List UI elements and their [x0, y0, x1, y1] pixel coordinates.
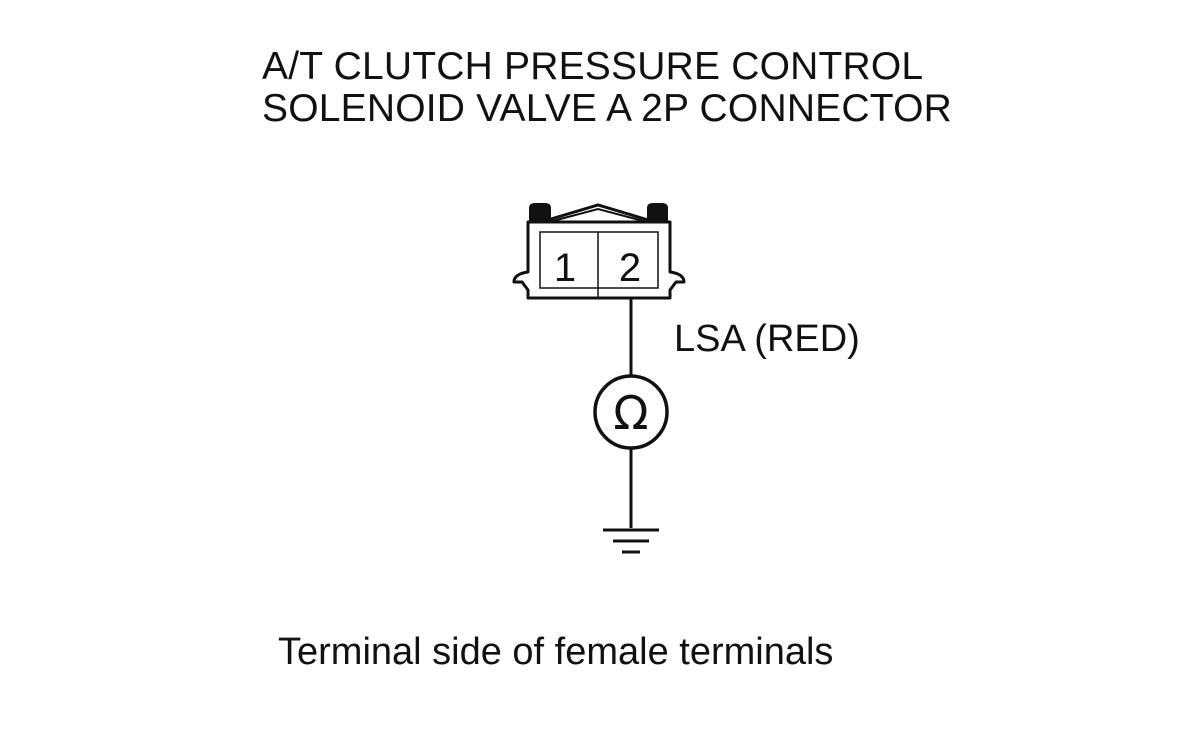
- ohm-symbol: Ω: [613, 386, 648, 440]
- terminal-2-label: 2: [619, 246, 641, 290]
- title-line-1: A/T CLUTCH PRESSURE CONTROL: [262, 45, 924, 88]
- terminal-1-label: 1: [554, 246, 576, 290]
- title-line-2: SOLENOID VALVE A 2P CONNECTOR: [262, 87, 952, 130]
- ground-icon: [603, 528, 659, 554]
- connector-view-caption: Terminal side of female terminals: [278, 631, 834, 673]
- wire-color-label: LSA (RED): [674, 318, 860, 360]
- ohmmeter-icon: Ω: [593, 374, 669, 450]
- connector-icon: 1 2: [512, 203, 686, 300]
- diagram-title: A/T CLUTCH PRESSURE CONTROL SOLENOID VAL…: [262, 46, 952, 130]
